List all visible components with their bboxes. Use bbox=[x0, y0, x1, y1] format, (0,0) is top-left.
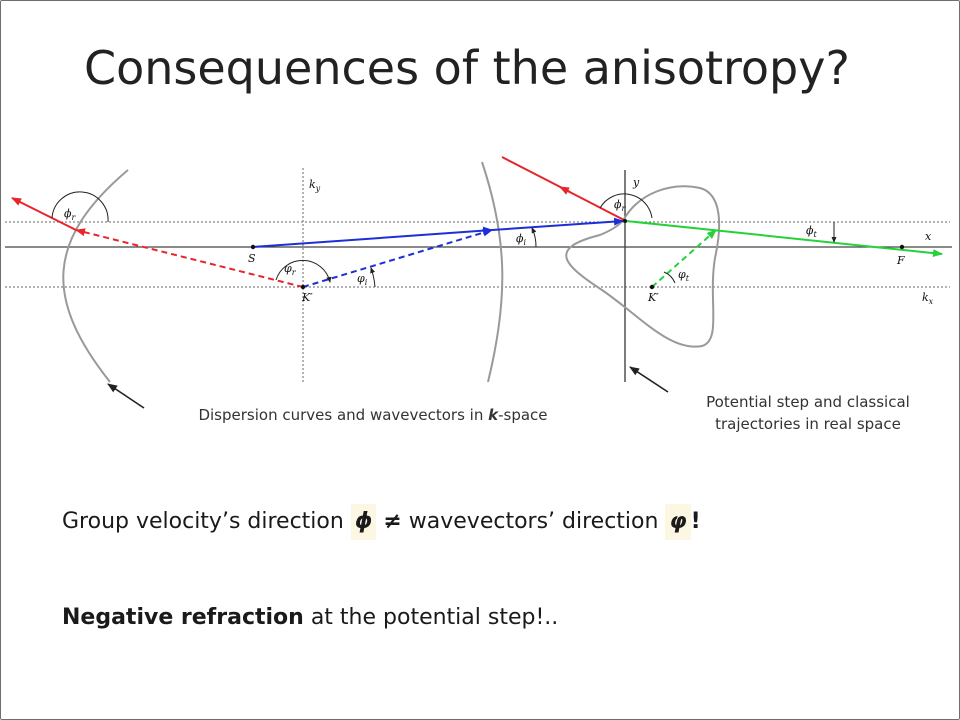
label-y: y bbox=[632, 176, 640, 189]
green-trajectory bbox=[625, 220, 943, 258]
statement-exclamation: ! bbox=[690, 509, 701, 534]
group-velocity-statement: Group velocity’s direction ϕ ≠ wavevecto… bbox=[62, 504, 701, 540]
label-K-right: K′ bbox=[647, 291, 659, 304]
point-K-left bbox=[300, 284, 306, 290]
caption-k-space: Dispersion curves and wavevectors in k-s… bbox=[148, 404, 598, 426]
statement-text-before: Group velocity’s direction bbox=[62, 509, 351, 534]
label-F: F bbox=[896, 254, 905, 267]
arc-phi-r-right bbox=[599, 193, 653, 219]
label-S: S bbox=[248, 252, 256, 265]
dispersion-curve-right bbox=[565, 185, 721, 348]
caption-real-space: Potential step and classical trajectorie… bbox=[660, 391, 956, 435]
pointer-arrow-right bbox=[629, 366, 669, 393]
dispersion-curve-left bbox=[62, 169, 129, 383]
dispersion-curve-middle bbox=[481, 161, 504, 383]
red-dashed-wavevector bbox=[75, 228, 304, 288]
label-kx: kx bbox=[922, 291, 934, 306]
arc-varphi-i-left bbox=[370, 267, 376, 288]
caption-k-symbol: k bbox=[488, 406, 499, 424]
negative-refraction-bold: Negative refraction bbox=[62, 605, 304, 630]
blue-trajectory-1 bbox=[252, 226, 493, 248]
label-varphi-t: φt bbox=[678, 268, 690, 283]
symbol-varphi: φ bbox=[665, 504, 691, 540]
label-ky: ky bbox=[309, 178, 321, 193]
arc-phi-r-left bbox=[51, 191, 109, 223]
caption-k-space-suffix: -space bbox=[498, 406, 548, 424]
arc-varphi-t bbox=[663, 271, 676, 284]
pointer-arrow-left bbox=[107, 383, 145, 409]
point-S bbox=[250, 244, 256, 250]
label-phi-r-right: ϕr bbox=[614, 198, 627, 213]
negative-refraction-rest: at the potential step!.. bbox=[303, 605, 559, 630]
red-trajectory-arrow bbox=[559, 186, 625, 221]
label-phi-i: ϕi bbox=[516, 232, 527, 247]
red-group-velocity-arrow bbox=[11, 197, 77, 231]
label-varphi-r-left: φr bbox=[284, 262, 297, 277]
slide-title: Consequences of the anisotropy? bbox=[84, 41, 850, 95]
label-K-left: K′ bbox=[301, 291, 313, 304]
caption-real-space-line1: Potential step and classical bbox=[706, 393, 910, 411]
label-varphi-i-left: φi bbox=[357, 272, 368, 287]
arc-phi-i bbox=[531, 227, 537, 248]
point-origin bbox=[623, 219, 627, 223]
symbol-not-equal: ≠ bbox=[383, 509, 402, 534]
caption-k-space-text: Dispersion curves and wavevectors in bbox=[198, 406, 489, 424]
arc-varphi-r-left bbox=[275, 259, 332, 283]
label-x: x bbox=[925, 230, 932, 243]
symbol-phi: ϕ bbox=[350, 504, 377, 540]
negative-refraction-statement: Negative refraction at the potential ste… bbox=[62, 600, 558, 636]
point-K-right bbox=[649, 284, 655, 290]
red-trajectory-in bbox=[501, 156, 571, 193]
blue-trajectory-2 bbox=[491, 217, 624, 231]
blue-dashed-wavevector bbox=[302, 228, 493, 288]
point-F bbox=[899, 244, 905, 250]
caption-real-space-line2: trajectories in real space bbox=[715, 415, 901, 433]
statement-text-middle: wavevectors’ direction bbox=[401, 509, 666, 534]
label-phi-r-left: ϕr bbox=[64, 207, 77, 222]
label-phi-t: ϕt bbox=[806, 224, 818, 239]
green-dashed-wavevector bbox=[651, 229, 717, 288]
